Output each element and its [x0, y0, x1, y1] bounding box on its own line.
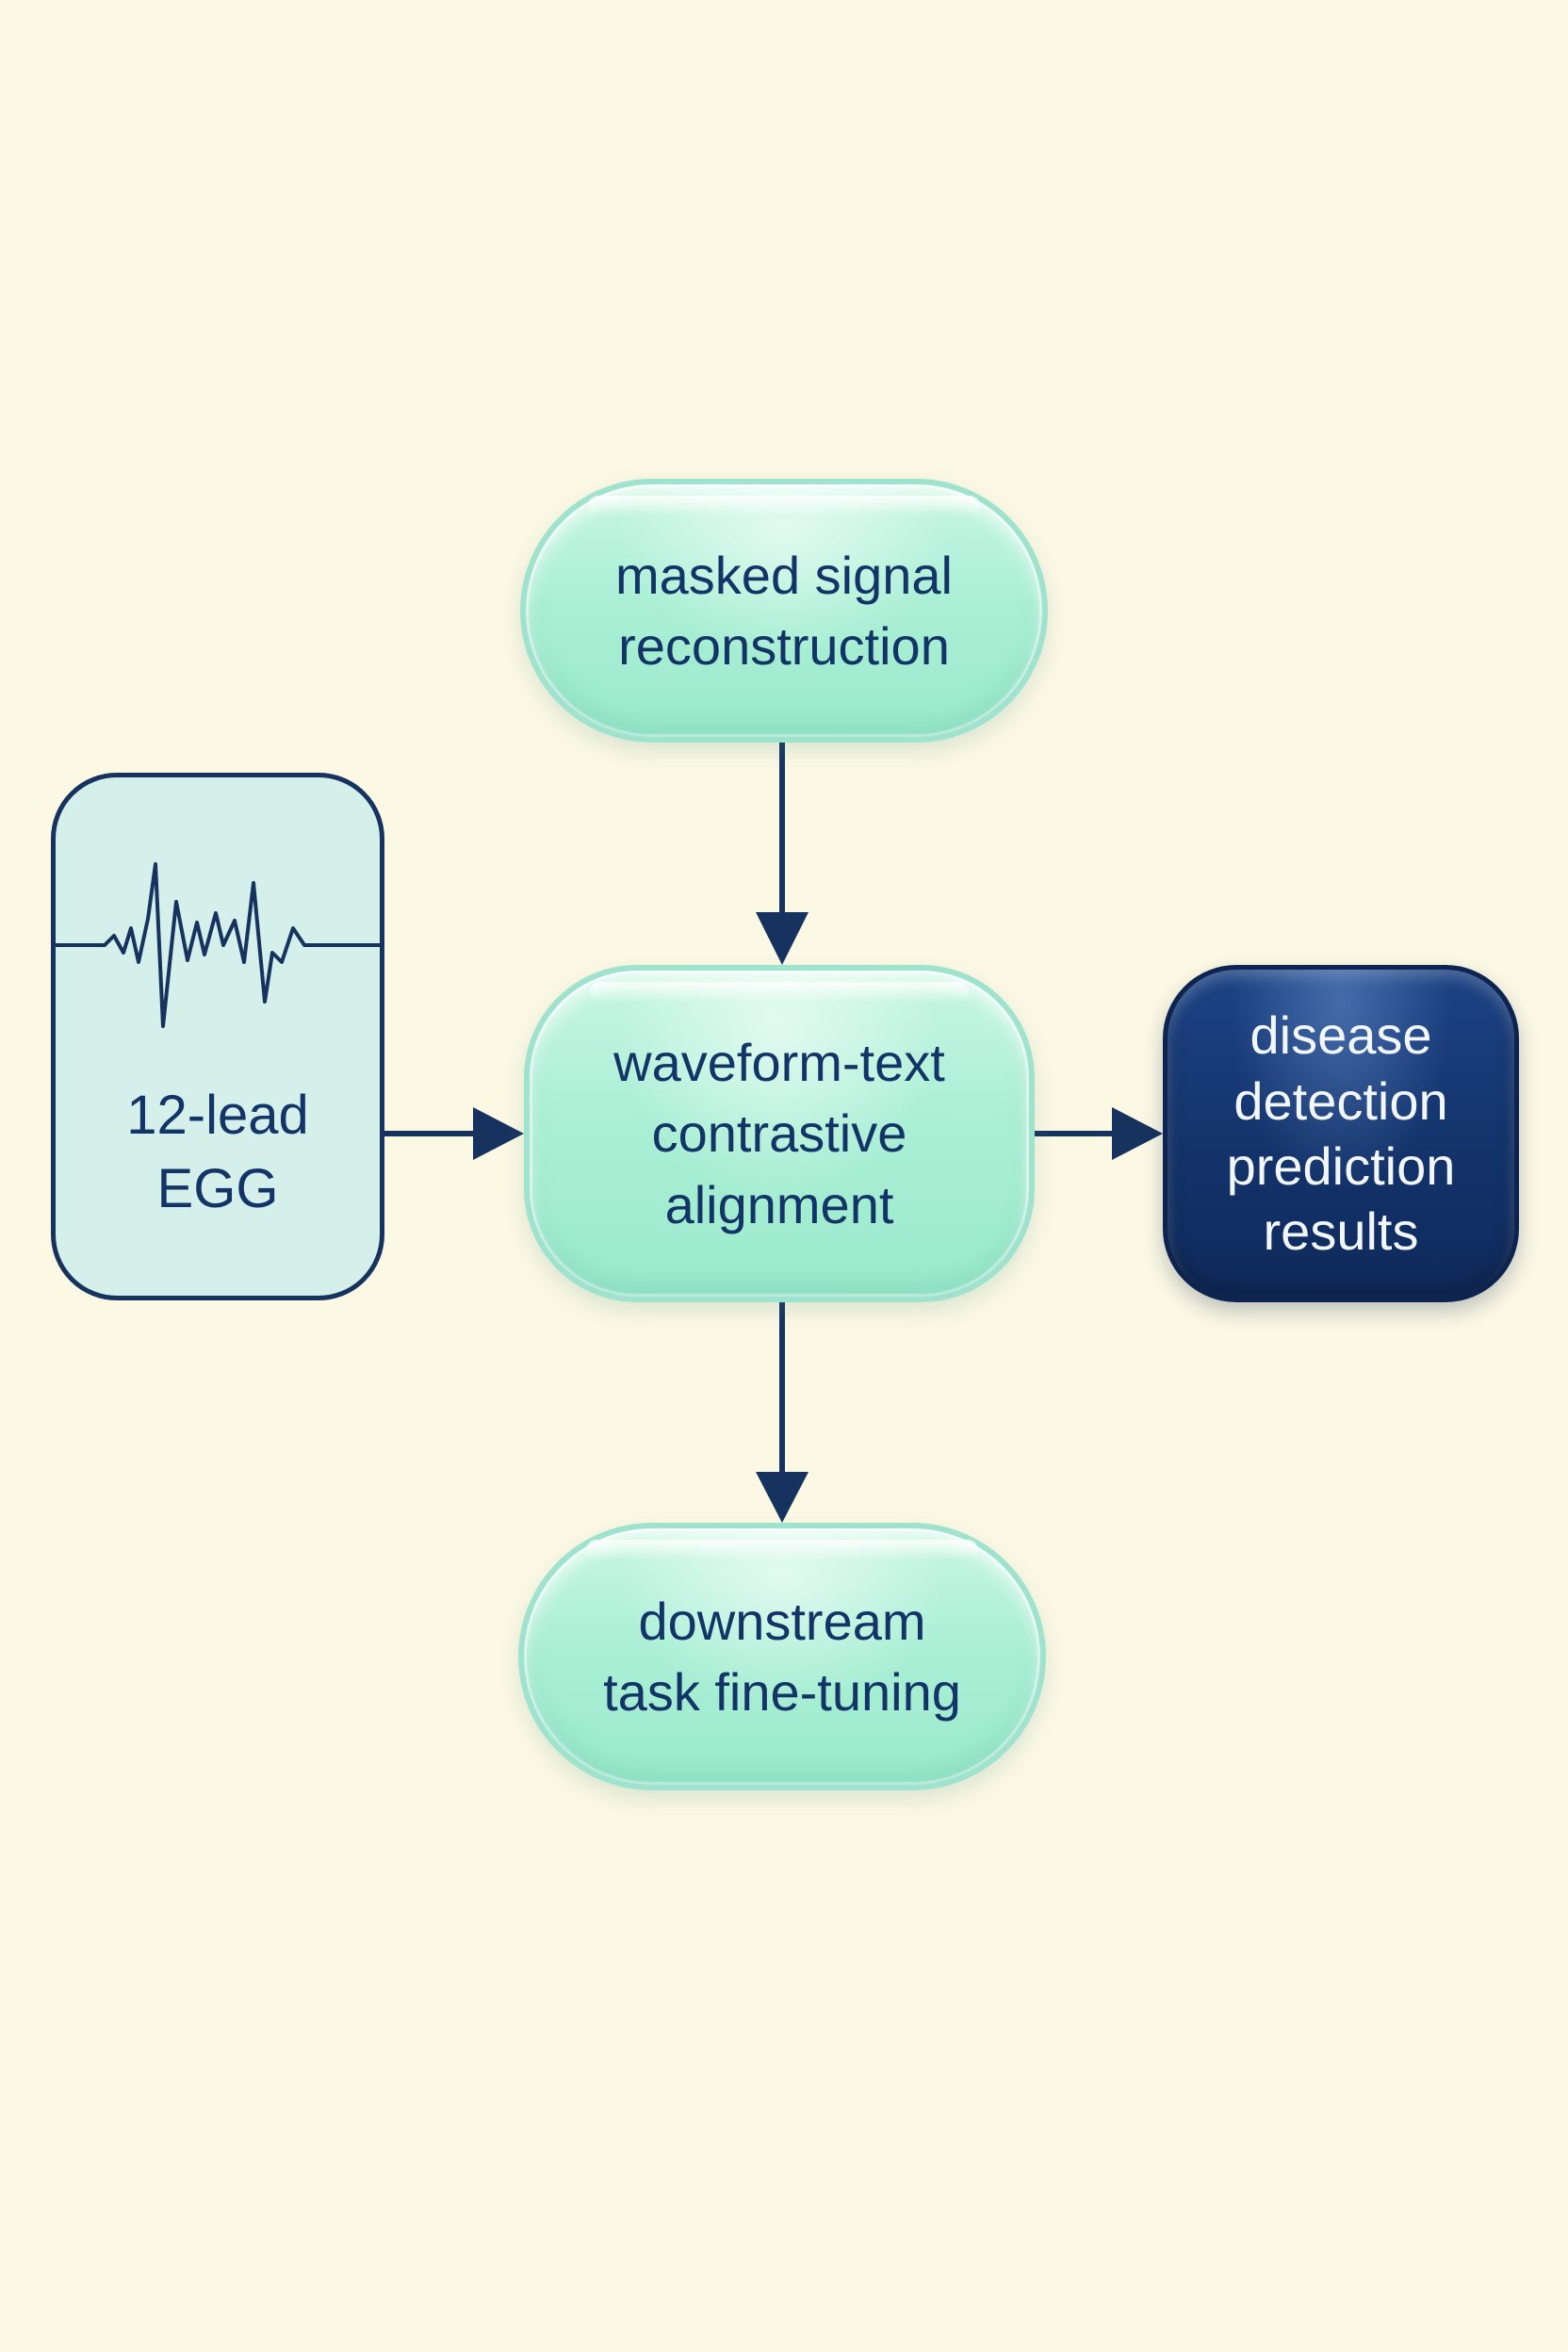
edge-ecg-to-contrastive: [384, 1107, 524, 1160]
edge-contrastive-to-output: [1035, 1107, 1163, 1160]
prediction-results-node: disease detection prediction results: [1163, 965, 1519, 1302]
node-label: disease detection prediction results: [1226, 1005, 1456, 1262]
node-label: waveform-text contrastive alignment: [613, 1033, 945, 1234]
node-label: masked signal reconstruction: [615, 545, 953, 676]
ecg-input-node: 12-lead EGG: [51, 773, 384, 1300]
edge-contrastive-to-finetuning: [756, 1302, 808, 1523]
fine-tuning-node: downstream task fine-tuning: [518, 1523, 1046, 1790]
arrowhead-right: [1112, 1107, 1163, 1160]
ecg-waveform-icon: [56, 862, 380, 1028]
node-label: downstream task fine-tuning: [603, 1591, 961, 1722]
node-label: 12-lead EGG: [126, 1085, 309, 1219]
arrowhead-down: [756, 1472, 808, 1523]
masked-signal-reconstruction-node: masked signal reconstruction: [520, 479, 1048, 743]
arrowhead-down: [756, 912, 808, 965]
arrowhead-right: [473, 1107, 524, 1160]
contrastive-alignment-node: waveform-text contrastive alignment: [524, 965, 1035, 1302]
edge-masked-to-contrastive: [756, 743, 808, 965]
